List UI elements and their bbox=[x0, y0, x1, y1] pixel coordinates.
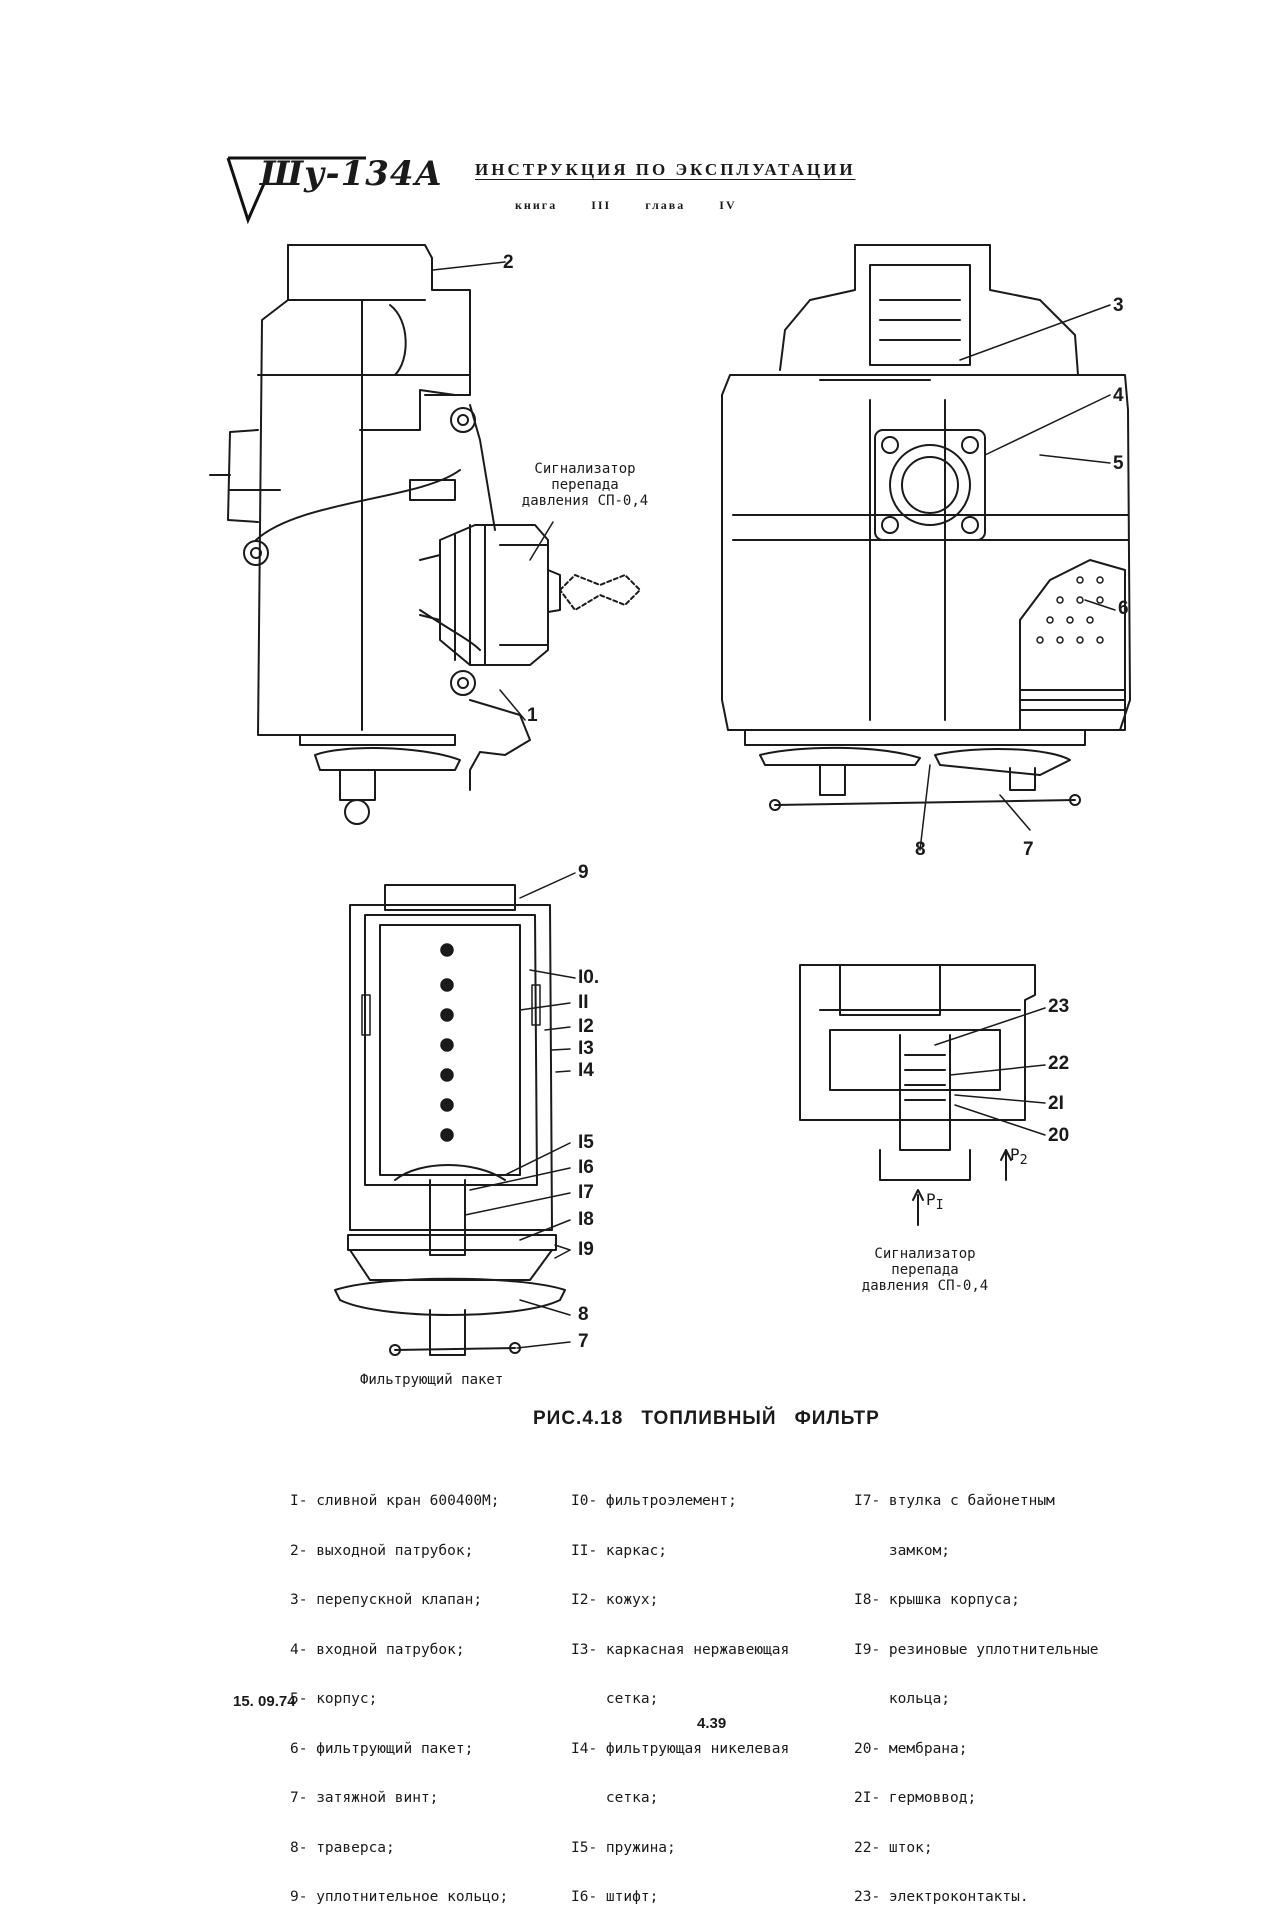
callout-21: 2I bbox=[1048, 1093, 1064, 1114]
figure-title: РИС.4.18 ТОПЛИВНЫЙ ФИЛЬТР bbox=[533, 1408, 898, 1430]
legend-item: 7- затяжной винт; bbox=[290, 1790, 439, 1806]
technical-drawing bbox=[209, 244, 1131, 1356]
callout-3: 3 bbox=[1113, 295, 1124, 316]
callout-16: I6 bbox=[578, 1157, 594, 1178]
callout-8-bottom: 8 bbox=[578, 1304, 589, 1325]
legend-item: 3- перепускной клапан; bbox=[290, 1592, 483, 1608]
callout-15: I5 bbox=[578, 1132, 594, 1153]
signal-caption-top: Сигнализатор перепада давления СП-0,4 bbox=[495, 461, 675, 509]
logo-triangle-icon bbox=[226, 156, 366, 225]
callout-7-top: 7 bbox=[1023, 839, 1034, 860]
legend-item: I7- втулка с байонетным bbox=[854, 1493, 1055, 1509]
caption-line: Сигнализатор bbox=[534, 461, 636, 477]
legend-item: 5- корпус; bbox=[290, 1691, 378, 1707]
legend-item: I2- кожух; bbox=[571, 1592, 659, 1608]
legend-item: 9- уплотнительное кольцо; bbox=[290, 1889, 509, 1905]
book-value: III bbox=[591, 198, 612, 212]
page-number: 4.39 bbox=[697, 1715, 727, 1732]
callout-17: I7 bbox=[578, 1182, 594, 1203]
legend-item: замком; bbox=[854, 1542, 951, 1559]
legend-item: сетка; bbox=[571, 1691, 659, 1707]
filter-pack-caption: Фильтрующий пакет bbox=[360, 1372, 504, 1388]
caption-line: перепада bbox=[551, 477, 619, 493]
legend-item: 20- мембрана; bbox=[854, 1740, 968, 1757]
legend-item: I3- каркасная нержавеющая bbox=[571, 1641, 790, 1658]
legend-column-2: I0- фильтроэлемент; II- каркас; I2- кожу… bbox=[571, 1460, 789, 1922]
signal-caption-bottom: Сигнализатор перепада давления СП-0,4 bbox=[835, 1246, 1015, 1294]
legend-item: 2I- гермоввод; bbox=[854, 1790, 977, 1806]
legend-item: кольца; bbox=[854, 1691, 951, 1707]
p2-sub: 2 bbox=[1019, 1153, 1028, 1169]
callout-9: 9 bbox=[578, 862, 589, 883]
document-subtitle: книга III глава IV bbox=[515, 198, 771, 213]
figure-name-2: ФИЛЬТР bbox=[794, 1408, 880, 1429]
callout-10: I0. bbox=[578, 967, 600, 988]
callout-5: 5 bbox=[1113, 453, 1124, 474]
legend-item: I9- резиновые уплотнительные bbox=[854, 1641, 1099, 1658]
logo-text: Шу-134А bbox=[260, 154, 444, 194]
legend-item: I- сливной кран 600400М; bbox=[290, 1493, 500, 1509]
chapter-label: глава bbox=[645, 198, 686, 212]
caption-line: давления СП-0,4 bbox=[521, 493, 649, 509]
logo: Шу-134А bbox=[226, 150, 442, 230]
book-label: книга bbox=[515, 198, 558, 212]
callout-8-top: 8 bbox=[915, 839, 926, 860]
legend-item: II- каркас; bbox=[571, 1542, 668, 1559]
document-title: ИНСТРУКЦИЯ ПО ЭКСПЛУАТАЦИИ bbox=[475, 160, 856, 179]
callout-7-bottom: 7 bbox=[578, 1331, 589, 1352]
leader-lines bbox=[432, 261, 1116, 1349]
legend-item: 8- траверса; bbox=[290, 1839, 395, 1856]
legend-item: I0- фильтроэлемент; bbox=[571, 1493, 737, 1509]
side-view-drawing bbox=[209, 244, 641, 825]
callout-4: 4 bbox=[1113, 385, 1124, 406]
legend-item: I8- крышка корпуса; bbox=[854, 1592, 1020, 1608]
callout-11: II bbox=[578, 992, 589, 1013]
caption-line: давления СП-0,4 bbox=[861, 1278, 989, 1294]
sensor-section-drawing bbox=[799, 964, 1036, 1226]
figure-name-1: ТОПЛИВНЫЙ bbox=[641, 1408, 777, 1429]
chapter-value: IV bbox=[719, 198, 737, 212]
p2-letter: P bbox=[1010, 1145, 1020, 1164]
legend-item: 23- электроконтакты. bbox=[854, 1889, 1029, 1905]
figure-label: РИС.4.18 bbox=[533, 1408, 624, 1429]
legend-item: 2- выходной патрубок; bbox=[290, 1542, 474, 1559]
callout-23: 23 bbox=[1048, 996, 1070, 1017]
p1-sub: I bbox=[935, 1198, 944, 1214]
callout-1: 1 bbox=[527, 705, 538, 726]
caption-line: Сигнализатор bbox=[874, 1246, 976, 1262]
pressure-p1-label: PI bbox=[926, 1190, 944, 1213]
callout-2: 2 bbox=[503, 252, 514, 273]
filter-pack-drawing bbox=[334, 884, 566, 1356]
legend-item: 22- шток; bbox=[854, 1839, 933, 1856]
legend-item: сетка; bbox=[571, 1790, 659, 1806]
legend-column-1: I- сливной кран 600400М; 2- выходной пат… bbox=[290, 1460, 508, 1922]
callout-6: 6 bbox=[1118, 598, 1129, 619]
callout-12: I2 bbox=[578, 1016, 594, 1037]
callout-20: 20 bbox=[1048, 1125, 1070, 1146]
legend-item: I4- фильтрующая никелевая bbox=[571, 1740, 790, 1757]
caption-line: перепада bbox=[891, 1262, 959, 1278]
pressure-p2-label: P2 bbox=[1010, 1145, 1028, 1168]
legend-column-3: I7- втулка с байонетным замком; I8- крыш… bbox=[854, 1460, 1098, 1922]
legend-item: I6- штифт; bbox=[571, 1889, 659, 1905]
p1-letter: P bbox=[926, 1190, 936, 1209]
callout-13: I3 bbox=[578, 1038, 594, 1059]
legend-item: I5- пружина; bbox=[571, 1839, 676, 1856]
callout-19: I9 bbox=[578, 1239, 594, 1260]
legend-item: 6- фильтрующий пакет; bbox=[290, 1740, 474, 1757]
legend-item: 4- входной патрубок; bbox=[290, 1641, 465, 1658]
footer-date: 15. 09.74 bbox=[233, 1693, 296, 1710]
callout-18: I8 bbox=[578, 1209, 594, 1230]
callout-22: 22 bbox=[1048, 1053, 1070, 1074]
callout-14: I4 bbox=[578, 1060, 594, 1081]
front-view-drawing bbox=[721, 244, 1131, 811]
